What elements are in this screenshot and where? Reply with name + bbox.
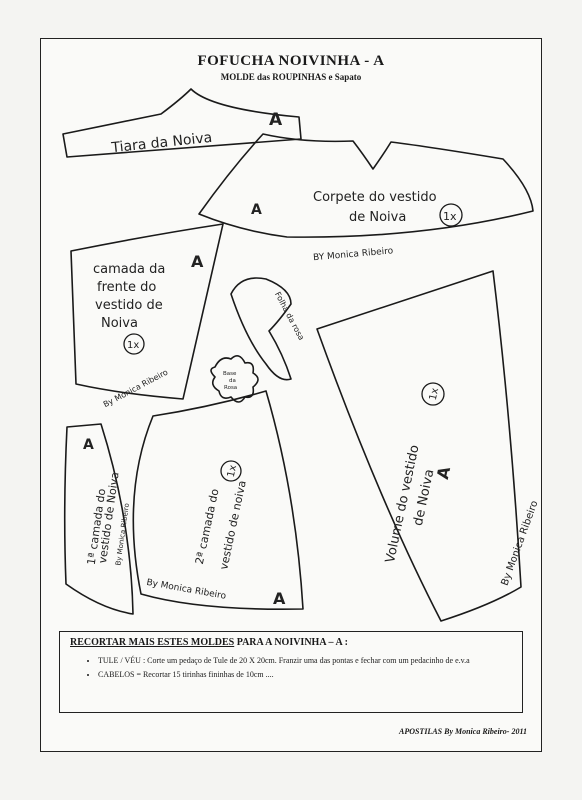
corpete-line1: Corpete do vestido <box>313 190 437 205</box>
segunda-line2: vestido de noiva <box>217 479 249 571</box>
volume-mark: A <box>433 464 454 481</box>
corpete-qty-circle <box>439 203 463 227</box>
instructions-box: RECORTAR MAIS ESTES MOLDES PARA A NOIVIN… <box>59 631 523 713</box>
volume-outline <box>316 270 522 622</box>
tiara-mark: A <box>269 110 283 130</box>
primeira-outline <box>63 423 134 615</box>
frente-line3: vestido de <box>95 298 163 313</box>
segunda-line1: 2ª camada do <box>193 487 222 565</box>
frente-mark: A <box>191 252 204 271</box>
rosa-outline <box>230 277 292 381</box>
volume-qty: 1x <box>428 387 441 401</box>
segunda-mark: A <box>273 589 286 608</box>
frente-line2: frente do <box>97 280 156 295</box>
instructions-heading: RECORTAR MAIS ESTES MOLDES PARA A NOIVIN… <box>70 637 522 648</box>
frente-line4: Noiva <box>101 316 138 331</box>
frente-signature: By Monica Ribeiro <box>102 368 170 410</box>
volume-qty-circle <box>421 382 445 406</box>
flor-line2: da <box>229 378 236 384</box>
pattern-drawings: Tiara da Noiva A A Corpete do vestido de… <box>62 88 541 622</box>
corpete-qty: 1x <box>443 210 457 223</box>
footer-credit: APOSTILAS By Monica Ribeiro- 2011 <box>398 727 527 736</box>
frente-qty: 1x <box>127 340 139 351</box>
frente-outline <box>70 223 224 400</box>
page-subtitle: MOLDE das ROUPINHAS e Sapato <box>220 72 362 82</box>
instructions-list: TULE / VÉU : Corte um pedaço de Tule de … <box>84 656 522 681</box>
tiara-outline <box>62 88 302 158</box>
instructions-heading-rest: PARA A NOIVINHA – A : <box>236 637 348 648</box>
tiara-label: Tiara da Noiva <box>110 130 213 157</box>
corpete-signature: BY Monica Ribeiro <box>313 246 394 263</box>
instruction-item-tule: TULE / VÉU : Corte um pedaço de Tule de … <box>98 656 522 667</box>
frente-qty-circle <box>123 333 145 355</box>
segunda-outline <box>132 390 304 610</box>
frente-line1: camada da <box>93 262 165 277</box>
corpete-outline <box>198 133 534 238</box>
flor-line1: Base <box>223 371 237 377</box>
pattern-sheet: FOFUCHA NOIVINHA - A MOLDE das ROUPINHAS… <box>40 38 542 752</box>
instruction-item-cabelos: CABELOS = Recortar 15 tirinhas fininhas … <box>98 670 522 681</box>
corpete-mark: A <box>251 202 262 218</box>
corpete-line2: de Noiva <box>349 210 406 225</box>
segunda-qty-circle <box>220 460 242 482</box>
flor-line3: Rosa <box>224 385 237 391</box>
instructions-heading-bold: RECORTAR MAIS ESTES MOLDES <box>70 637 235 648</box>
page-title: FOFUCHA NOIVINHA - A <box>197 53 385 69</box>
segunda-qty: 1x <box>226 464 239 478</box>
primeira-mark: A <box>83 437 94 453</box>
